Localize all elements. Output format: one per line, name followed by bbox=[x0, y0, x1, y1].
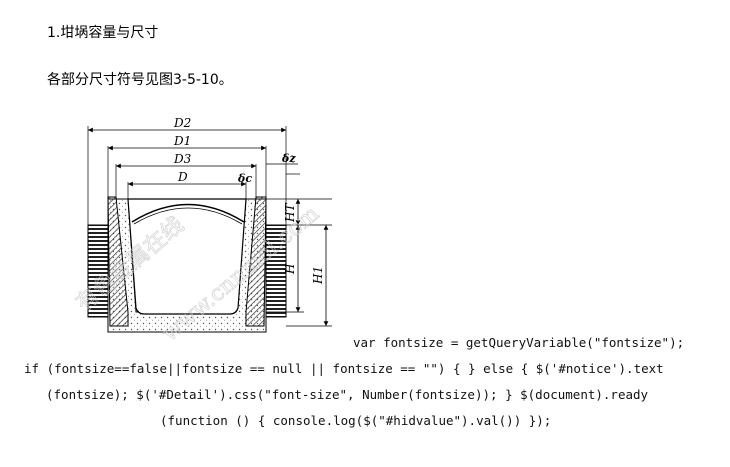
code-line: (function () { console.log($("#hidvalue"… bbox=[160, 413, 552, 428]
label-d1: D1 bbox=[173, 134, 191, 148]
label-h1: H1 bbox=[311, 266, 325, 285]
code-line: if (fontsize==false||fontsize == null ||… bbox=[24, 361, 664, 376]
label-ht: HT bbox=[283, 203, 297, 223]
label-delta-c: δc bbox=[237, 172, 252, 185]
code-line: var fontsize = getQueryVariable("fontsiz… bbox=[353, 335, 685, 350]
label-delta-z: δz bbox=[281, 152, 296, 165]
code-line: (fontsize); $('#Detail').css("font-size"… bbox=[46, 387, 649, 402]
crucible-diagram: D2 D1 D3 D δz δc HT H H1 有色金属在线 www.cnnm… bbox=[70, 112, 360, 347]
label-d2: D2 bbox=[173, 116, 191, 130]
label-d3: D3 bbox=[173, 152, 192, 166]
bath-surface bbox=[131, 203, 245, 223]
intro-text: 各部分尺寸符号见图3-5-10。 bbox=[47, 72, 233, 88]
section-heading: 1.坩埚容量与尺寸 bbox=[47, 25, 159, 41]
right-band bbox=[265, 224, 287, 318]
crucible-wall-left bbox=[107, 196, 129, 327]
label-d: D bbox=[177, 170, 188, 184]
left-band bbox=[87, 224, 109, 318]
crucible-wall-right bbox=[245, 196, 267, 327]
label-h: H bbox=[283, 263, 297, 275]
crucible-cavity bbox=[127, 198, 247, 315]
crucible-diagram-svg: D2 D1 D3 D δz δc HT H H1 有色金属在线 www.cnnm… bbox=[71, 116, 332, 347]
